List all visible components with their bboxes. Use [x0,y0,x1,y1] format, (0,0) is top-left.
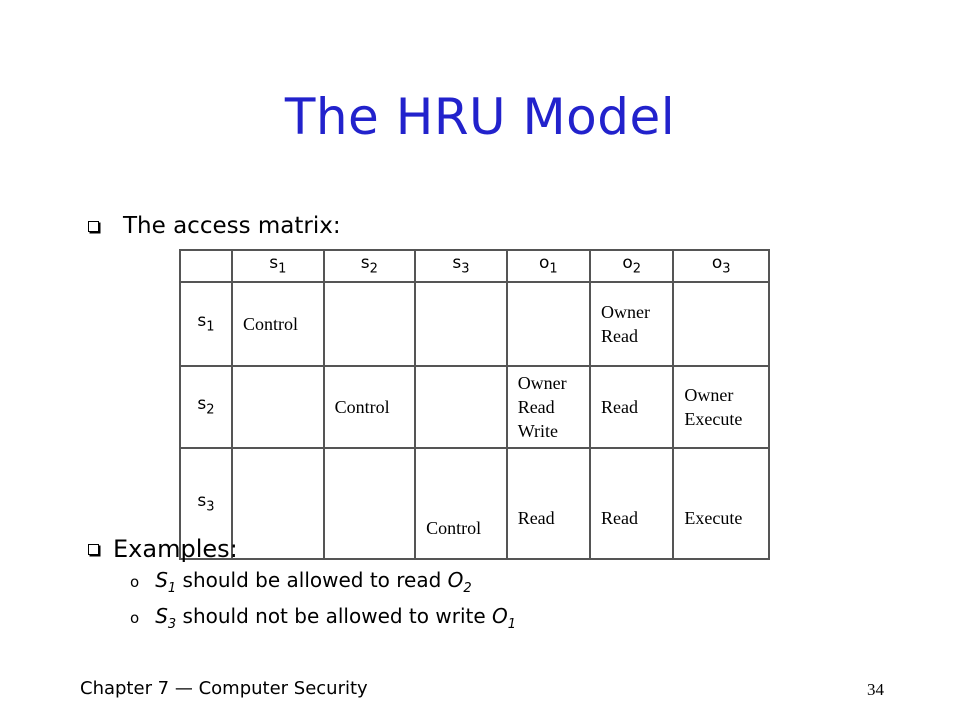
matrix-cell: Read [505,447,592,561]
square-bullet-icon [88,543,99,555]
example-item: o S1 should be allowed to read O2 [130,568,472,596]
bullet-access-matrix: The access matrix: [88,213,341,239]
slide-title: The HRU Model [284,88,676,146]
matrix-cell [231,447,325,561]
column-header: s2 [322,248,417,284]
square-bullet-icon [88,220,99,232]
matrix-cell: Execute [672,447,770,561]
matrix-cell [672,281,770,368]
bullet-text: The access matrix: [123,213,341,239]
example-text: S3 should not be allowed to write O1 [155,604,517,632]
corner-cell [179,248,233,284]
row-header: s1 [179,281,233,368]
matrix-cell: Read [589,447,675,561]
column-header: o1 [505,248,592,284]
matrix-cell [322,447,417,561]
matrix-cell [231,365,325,450]
table-row: s3 Control Read Read Execute [179,447,770,561]
column-header: s1 [231,248,325,284]
matrix-cell: Read [589,365,675,450]
bullet-examples: Examples: [88,535,238,563]
column-header: s3 [414,248,508,284]
column-header: o3 [672,248,770,284]
column-header: o2 [589,248,675,284]
circle-bullet-icon: o [130,573,140,591]
matrix-cell [505,281,592,368]
matrix-cell [322,281,417,368]
row-header: s2 [179,365,233,450]
example-item: o S3 should not be allowed to write O1 [130,604,516,632]
row-header: s3 [179,447,233,561]
matrix-cell: Control [322,365,417,450]
circle-bullet-icon: o [130,609,140,627]
table-header-row: s1 s2 s3 o1 o2 o3 [179,248,770,284]
bullet-text: Examples: [113,535,238,563]
matrix-cell [414,281,508,368]
matrix-cell: Control [414,447,508,561]
matrix-cell: Control [231,281,325,368]
matrix-cell [414,365,508,450]
example-text: S1 should be allowed to read O2 [155,568,472,596]
page-number: 34 [867,680,884,699]
footer-chapter: Chapter 7 — Computer Security [80,678,368,699]
